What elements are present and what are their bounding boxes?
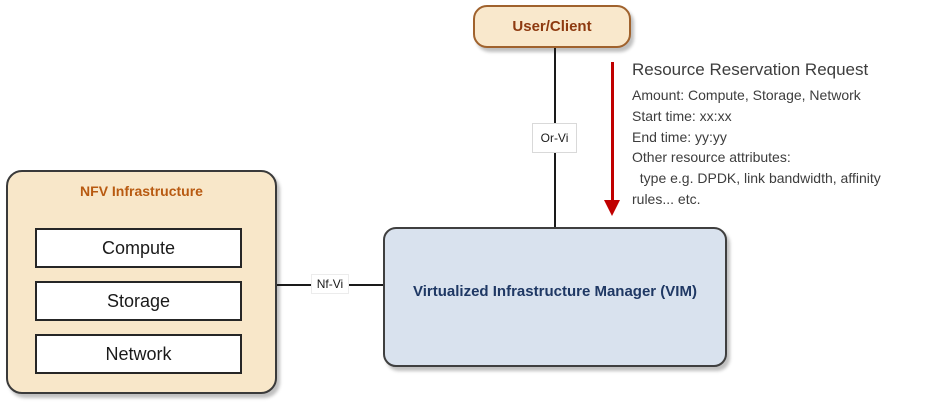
- request-annotation: Resource Reservation Request Amount: Com…: [632, 60, 937, 210]
- nf-vi-interface-label: Nf-Vi: [311, 274, 349, 294]
- compute-node: Compute: [35, 228, 242, 268]
- vim-node: Virtualized Infrastructure Manager (VIM): [383, 227, 727, 367]
- storage-node: Storage: [35, 281, 242, 321]
- nfv-infrastructure-node: NFV Infrastructure Compute Storage Netwo…: [6, 170, 277, 394]
- request-arrow-head-icon: [604, 200, 620, 216]
- annotation-line-start-time: Start time: xx:xx: [632, 107, 732, 124]
- vim-label: Virtualized Infrastructure Manager (VIM): [413, 282, 697, 300]
- nfv-infrastructure-title: NFV Infrastructure: [80, 183, 203, 199]
- annotation-line-other-attrs: Other resource attributes:: [632, 149, 791, 166]
- annotation-line-end-time: End time: yy:yy: [632, 128, 727, 145]
- or-vi-interface-label: Or-Vi: [532, 123, 577, 153]
- network-node: Network: [35, 334, 242, 374]
- annotation-line-rules: rules... etc.: [632, 190, 701, 207]
- annotation-line-type: type e.g. DPDK, link bandwidth, affinity: [632, 170, 881, 187]
- annotation-line-amount: Amount: Compute, Storage, Network: [632, 87, 861, 103]
- user-client-label: User/Client: [512, 18, 592, 35]
- user-client-node: User/Client: [473, 5, 631, 48]
- annotation-title: Resource Reservation Request: [632, 60, 869, 79]
- request-arrow-line: [611, 62, 614, 202]
